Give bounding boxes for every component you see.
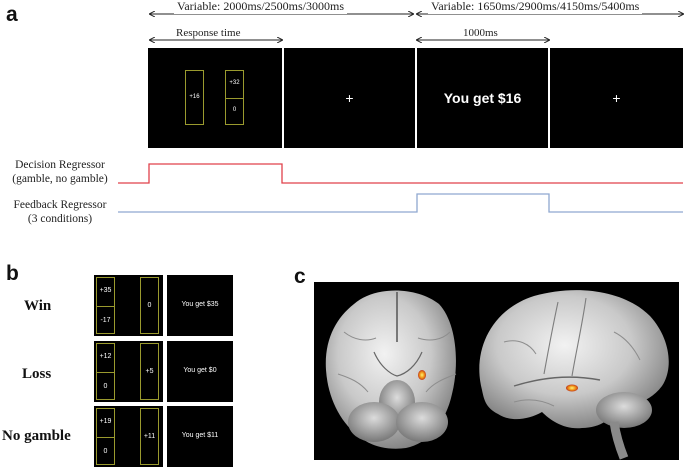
fixation-screen-1: + bbox=[284, 48, 415, 148]
row-nogamble-right-value: +11 bbox=[143, 433, 156, 440]
row-nogamble-right-box: +11 bbox=[140, 408, 159, 465]
row-win-left-bottom: -17 bbox=[100, 317, 111, 324]
row-nogamble-left-box: +19 0 bbox=[96, 408, 115, 465]
feedback-regressor-label: Feedback Regressor (3 conditions) bbox=[4, 198, 116, 226]
row-nogamble-decision-screen: +19 0 +11 bbox=[94, 406, 163, 467]
activation-blob-ventral bbox=[418, 370, 426, 380]
option-right-divider bbox=[226, 98, 243, 99]
feedback-duration-label: 1000ms bbox=[463, 27, 498, 39]
row-loss-right-box: +5 bbox=[140, 343, 159, 400]
feedback-screen: You get $16 bbox=[417, 48, 548, 148]
row-label-loss: Loss bbox=[22, 366, 52, 382]
row-win-left-box: +35 -17 bbox=[96, 277, 115, 334]
row-nogamble-feedback-text: You get $11 bbox=[181, 432, 219, 439]
feedback-text: You get $16 bbox=[443, 90, 522, 106]
row-loss-left-box: +12 0 bbox=[96, 343, 115, 400]
row-loss-left-top: +12 bbox=[99, 353, 112, 360]
timing-arrows bbox=[0, 0, 685, 48]
option-box-right: +32 0 bbox=[225, 70, 244, 125]
row-nogamble-left-bottom: 0 bbox=[103, 448, 108, 455]
fixation-screen-2: + bbox=[550, 48, 683, 148]
panel-c-label: c bbox=[294, 265, 306, 288]
decision-regressor-trace bbox=[118, 163, 683, 184]
brain-renders bbox=[325, 290, 669, 460]
row-label-no-gamble: No gamble bbox=[2, 428, 71, 444]
ventral-brain-view bbox=[325, 290, 457, 449]
decision-screen: +16 +32 0 bbox=[148, 48, 282, 148]
row-label-win: Win bbox=[24, 298, 52, 314]
brain-render-panel bbox=[314, 282, 679, 460]
row-loss-left-bottom: 0 bbox=[103, 383, 108, 390]
row-win-left-top: +35 bbox=[99, 287, 112, 294]
panel-a-label: a bbox=[6, 3, 18, 26]
timing-right-label: Variable: 1650ms/2900ms/4150ms/5400ms bbox=[428, 0, 643, 14]
row-nogamble-left-divider bbox=[97, 437, 114, 438]
row-loss-left-divider bbox=[97, 372, 114, 373]
feedback-regressor-trace bbox=[118, 193, 683, 213]
row-win-feedback-screen: You get $35 bbox=[167, 275, 233, 336]
option-box-left: +16 bbox=[185, 70, 204, 125]
row-win-right-box: 0 bbox=[140, 277, 159, 334]
row-loss-right-value: +5 bbox=[145, 368, 154, 375]
row-win-left-divider bbox=[97, 306, 114, 307]
option-right-bottom-value: 0 bbox=[232, 107, 237, 113]
feedback-regressor-line1: Feedback Regressor bbox=[13, 199, 107, 211]
fixation-cross-1: + bbox=[345, 90, 354, 106]
decision-regressor-label: Decision Regressor (gamble, no gamble) bbox=[4, 158, 116, 186]
fixation-cross-2: + bbox=[612, 90, 621, 106]
decision-regressor-line1: Decision Regressor bbox=[15, 159, 105, 171]
lateral-brain-view bbox=[479, 290, 669, 460]
row-loss-decision-screen: +12 0 +5 bbox=[94, 341, 163, 402]
option-left-value: +16 bbox=[189, 94, 200, 100]
row-win-right-value: 0 bbox=[147, 302, 152, 309]
response-time-label: Response time bbox=[176, 27, 241, 39]
activation-blob-lateral bbox=[566, 384, 578, 392]
row-win-decision-screen: +35 -17 0 bbox=[94, 275, 163, 336]
regressor-traces bbox=[118, 163, 683, 213]
row-loss-feedback-screen: You get $0 bbox=[167, 341, 233, 402]
row-nogamble-left-top: +19 bbox=[99, 418, 112, 425]
decision-regressor-line2: (gamble, no gamble) bbox=[12, 173, 108, 185]
feedback-regressor-line2: (3 conditions) bbox=[27, 213, 93, 225]
row-nogamble-feedback-screen: You get $11 bbox=[167, 406, 233, 467]
row-loss-feedback-text: You get $0 bbox=[183, 367, 217, 374]
panel-b-label: b bbox=[6, 262, 19, 285]
timing-left-label: Variable: 2000ms/2500ms/3000ms bbox=[174, 0, 347, 14]
option-right-top-value: +32 bbox=[229, 80, 240, 86]
row-win-feedback-text: You get $35 bbox=[181, 301, 219, 308]
